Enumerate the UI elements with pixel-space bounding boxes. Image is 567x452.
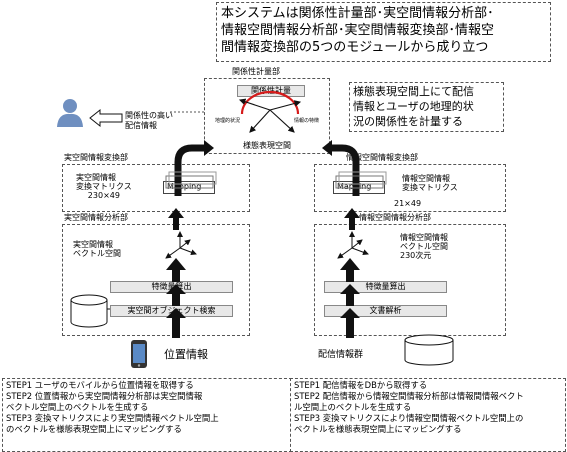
step-line: STEP3 変換マトリクスにより実空間情報ベクトル空間上 bbox=[6, 413, 219, 423]
relation-note: 様態表現空間上にて配信 情報とユーザの地理的状 況の関係性を計量する bbox=[349, 82, 504, 132]
step-line: STEP1 ユーザのモバイルから位置情報を取得する bbox=[6, 380, 194, 390]
mobile-phone-icon bbox=[131, 340, 147, 368]
location-label: 位置情報 bbox=[164, 348, 208, 361]
steps-right: STEP1 配信情報をDBから取得する STEP2 配信情報から情報空間情報分析… bbox=[290, 378, 566, 452]
relation-label-geo: 地理的状況 bbox=[215, 118, 241, 124]
info-mapping-box: Mapping bbox=[333, 181, 385, 194]
info-matrix-label: 情報空間情報 変換マトリクス bbox=[402, 174, 458, 192]
db-line: Information bbox=[412, 341, 448, 348]
info-db-label: Information DB bbox=[406, 341, 454, 357]
matrix-line: 情報空間情報 bbox=[402, 174, 450, 183]
summary-line: 情報空間情報分析部･実空間情報変換部･情報空 bbox=[221, 23, 495, 38]
vector-line: 230次元 bbox=[400, 251, 432, 260]
matrix-line: 変換マトリクス bbox=[76, 182, 132, 191]
gis-line: Database bbox=[73, 311, 105, 319]
step-line: STEP2 配信情報から情報空間情報分析部は情報間情報ベクト bbox=[294, 391, 524, 401]
step-line: ベクトル空間上のベクトルを生成する bbox=[6, 402, 149, 412]
info-anal-title: 情報空間情報分析部 bbox=[359, 213, 431, 222]
info-conv-title: 情報空間情報変換部 bbox=[346, 153, 418, 162]
real-conv-module bbox=[62, 164, 250, 212]
user-related-info: 関係性の高い 配信情報 bbox=[125, 111, 173, 131]
vector-line: ベクトル空間 bbox=[73, 249, 121, 258]
related-line: 配信情報 bbox=[125, 121, 157, 130]
relation-label-info: 情報の特徴 bbox=[294, 118, 320, 124]
summary-line: 間情報変換部の5つのモジュールから成り立つ bbox=[221, 40, 489, 55]
vector-line: 実空間情報 bbox=[73, 240, 113, 249]
step-line: STEP3 変換マトリクスにより情報空間情報ベクトル空間上の bbox=[294, 413, 524, 423]
real-conv-title: 実空間情報変換部 bbox=[64, 153, 128, 162]
user-icon bbox=[57, 99, 83, 127]
info-feature-box: 特徴量算出 bbox=[324, 281, 447, 293]
state-space-label: 様態表現空間 bbox=[243, 141, 291, 150]
step-line: ル空間上のベクトルを生成する bbox=[294, 402, 412, 412]
step-line: STEP2 位置情報から実空間情報分析部は実空間情報 bbox=[6, 391, 203, 401]
real-vector-label: 実空間情報 ベクトル空間 bbox=[73, 240, 121, 258]
matrix-line: 230×49 bbox=[87, 191, 120, 200]
delivery-label: 配信情報群 bbox=[318, 350, 364, 360]
real-mapping-box: Mapping bbox=[163, 181, 215, 194]
matrix-line: 実空間情報 bbox=[76, 173, 116, 182]
gis-db-label: GIS Database bbox=[72, 303, 106, 319]
vector-line: 情報空間情報 bbox=[400, 233, 448, 242]
real-feature-box: 特徴量算出 bbox=[110, 281, 233, 293]
related-line: 関係性の高い bbox=[125, 111, 173, 120]
relation-note-line: 情報とユーザの地理的状 bbox=[353, 100, 474, 113]
info-matrix-size: 21×49 bbox=[394, 199, 422, 208]
step-line: STEP1 配信情報をDBから取得する bbox=[294, 380, 428, 390]
info-analysis-box: 文書解析 bbox=[324, 305, 447, 317]
info-vector-label: 情報空間情報 ベクトル空間 230次元 bbox=[400, 233, 448, 260]
step-line: ベクトルを様態表現空間上にマッピングする bbox=[294, 424, 462, 434]
step-line: のベクトルを様態表現空間上にマッピングする bbox=[6, 424, 182, 434]
steps-left: STEP1 ユーザのモバイルから位置情報を取得する STEP2 位置情報から実空… bbox=[2, 378, 292, 452]
real-search-box: 実空間オブジェクト検索 bbox=[110, 305, 233, 317]
relation-note-line: 様態表現空間上にて配信 bbox=[353, 85, 474, 98]
relation-title: 関係性計量部 bbox=[232, 67, 280, 76]
db-line: DB bbox=[425, 349, 435, 356]
matrix-line: 変換マトリクス bbox=[402, 183, 458, 192]
real-matrix-label: 実空間情報 変換マトリクス 230×49 bbox=[76, 173, 132, 200]
real-anal-title: 実空間情報分析部 bbox=[64, 213, 128, 222]
summary-box: 本システムは関係性計量部･実空間情報分析部･ 情報空間情報分析部･実空間情報変換… bbox=[216, 2, 551, 62]
summary-line: 本システムは関係性計量部･実空間情報分析部･ bbox=[221, 6, 494, 21]
to-user-arrow bbox=[89, 108, 123, 128]
relation-note-line: 況の関係性を計量する bbox=[353, 115, 463, 128]
relation-box: 関係性計量 bbox=[237, 85, 305, 97]
vector-line: ベクトル空間 bbox=[400, 242, 448, 251]
gis-line: GIS bbox=[83, 303, 95, 311]
